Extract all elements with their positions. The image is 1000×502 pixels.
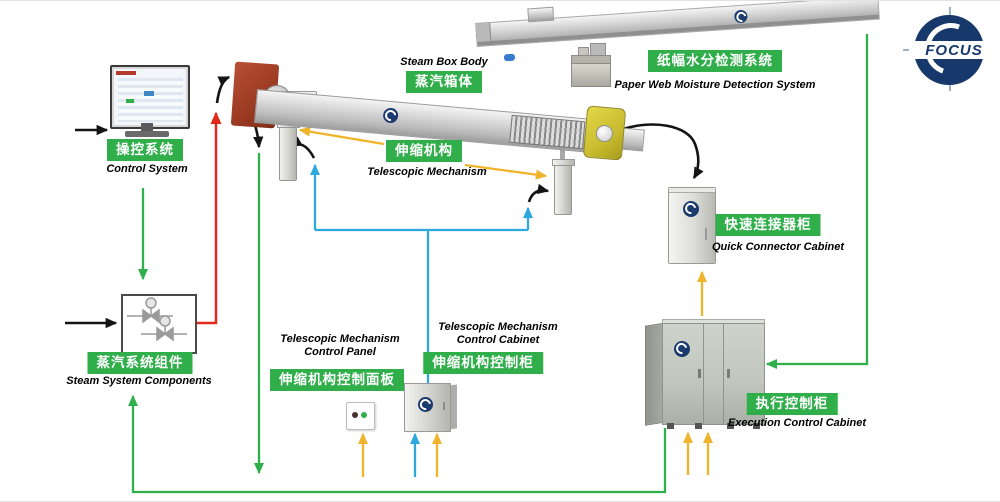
green-wire-execution-to-steam-components bbox=[127, 394, 667, 494]
telescopic-control-cabinet-device bbox=[404, 383, 458, 432]
badge-execution-cabinet: 执行控制柜 bbox=[746, 393, 838, 415]
panel-indicator-green bbox=[361, 412, 367, 418]
badge-telescopic-control-panel: 伸缩机构控制面板 bbox=[270, 369, 404, 391]
caption-telescopic-control-cabinet: Telescopic Mechanism Control Cabinet bbox=[438, 321, 557, 347]
cabinet-handle bbox=[443, 402, 445, 410]
focus-dot-quick-connector bbox=[683, 201, 699, 217]
green-wires bbox=[127, 34, 869, 494]
execution-door-seam-2 bbox=[723, 324, 724, 424]
yellow-wires bbox=[298, 126, 714, 477]
focus-dot-control-cabinet bbox=[418, 397, 433, 412]
sensor-head bbox=[571, 55, 611, 87]
black-curve-to-flange bbox=[215, 75, 231, 104]
screen-element-green bbox=[126, 99, 134, 103]
logo-text: FOCUS bbox=[925, 41, 983, 59]
caption-cabinet-line1: Telescopic Mechanism bbox=[438, 321, 558, 333]
focus-logo: FOCUS bbox=[903, 7, 999, 91]
execution-foot-2 bbox=[695, 423, 702, 429]
quick-connector-handle bbox=[705, 228, 707, 240]
caption-panel-line2: Control Panel bbox=[304, 346, 376, 359]
caption-cabinet-line2: Control Cabinet bbox=[456, 334, 540, 347]
quick-connector-body bbox=[668, 187, 716, 264]
caption-execution-cabinet: Execution Control Cabinet bbox=[727, 417, 867, 429]
monitor-base bbox=[125, 131, 169, 137]
left-leg-cylinder bbox=[279, 127, 297, 181]
execution-handle-2 bbox=[727, 369, 730, 378]
yellow-flange-hub bbox=[595, 124, 614, 143]
execution-foot-3 bbox=[727, 423, 734, 429]
caption-paper-web-system: Paper Web Moisture Detection System bbox=[614, 79, 816, 91]
yellow-arrow-telescopic-right bbox=[464, 163, 548, 180]
badge-telescopic-control-cabinet: 伸缩机构控制柜 bbox=[423, 352, 543, 374]
yellow-flange-plate bbox=[582, 105, 627, 161]
telescopic-control-panel-device bbox=[346, 402, 375, 430]
badge-paper-web-system: 纸幅水分检测系统 bbox=[648, 50, 782, 72]
cabinet-front-door bbox=[404, 383, 451, 432]
monitor-neck bbox=[141, 123, 153, 132]
monitor-screen bbox=[114, 69, 186, 125]
execution-handle-1 bbox=[698, 369, 701, 378]
caption-panel-line1: Telescopic Mechanism bbox=[280, 333, 400, 345]
logo-band: FOCUS bbox=[909, 41, 999, 59]
caption-steam-box-body: Steam Box Body bbox=[400, 56, 488, 68]
beam-top-box bbox=[527, 6, 555, 23]
steam-box-assembly bbox=[230, 61, 653, 221]
steam-components-box bbox=[121, 294, 197, 354]
caption-steam-components: Steam System Components bbox=[66, 375, 212, 387]
quick-connector-top-cap bbox=[669, 188, 715, 193]
black-curve-to-right-leg bbox=[527, 183, 550, 203]
valve-symbols bbox=[127, 297, 187, 342]
monitor-frame bbox=[110, 65, 190, 129]
panel-indicator-dark bbox=[352, 412, 358, 418]
right-leg-cylinder bbox=[554, 165, 572, 215]
execution-foot-1 bbox=[667, 423, 674, 429]
badge-control-system: 操控系统 bbox=[107, 139, 183, 161]
focus-dot-beam bbox=[733, 9, 748, 24]
caption-control-system: Control System bbox=[106, 163, 188, 175]
badge-steam-box-body: 蒸汽箱体 bbox=[406, 71, 482, 93]
caption-telescopic-control-panel: Telescopic Mechanism Control Panel bbox=[280, 333, 399, 359]
execution-door-seam-1 bbox=[703, 324, 704, 424]
sensor-head-top bbox=[572, 56, 610, 64]
execution-foot-4 bbox=[753, 423, 760, 429]
caption-telescopic-mechanism: Telescopic Mechanism bbox=[367, 166, 487, 178]
quick-connector-cabinet-device bbox=[668, 187, 716, 264]
control-system-monitor bbox=[110, 65, 190, 141]
red-wire-valves-to-steambox bbox=[192, 111, 222, 325]
black-cable-flange-to-quick-connector bbox=[619, 123, 704, 180]
badge-steam-components: 蒸汽系统组件 bbox=[87, 352, 193, 374]
screen-element-blue bbox=[144, 91, 154, 96]
beam-body bbox=[475, 1, 880, 47]
badge-telescopic-mechanism: 伸缩机构 bbox=[386, 140, 462, 162]
focus-dot-execution bbox=[674, 341, 690, 357]
badge-quick-connector: 快速连接器柜 bbox=[715, 214, 821, 236]
caption-quick-connector: Quick Connector Cabinet bbox=[711, 241, 845, 253]
green-wire-beam-to-execution-cabinet bbox=[765, 34, 869, 370]
yellow-arrow-telescopic-left bbox=[298, 126, 385, 146]
screen-element-red bbox=[116, 71, 136, 75]
moisture-detection-beam bbox=[470, 1, 890, 96]
red-wires bbox=[192, 111, 222, 325]
